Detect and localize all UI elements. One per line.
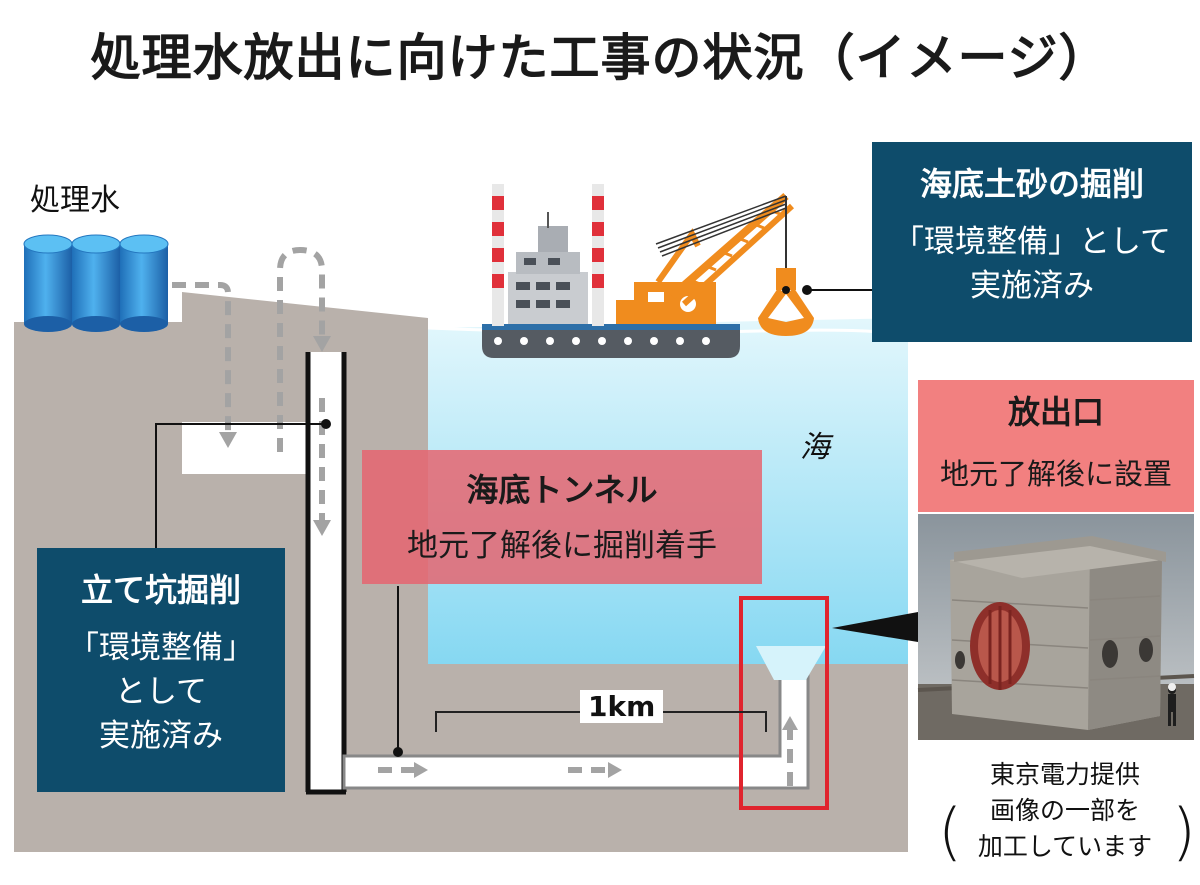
- sea-label: 海: [800, 430, 830, 465]
- flow-arrows: [172, 246, 793, 786]
- work-barge-icon: [482, 184, 740, 358]
- seabed-tunnel-title: 海底トンネル: [466, 471, 658, 509]
- outlet-highlight: [739, 596, 829, 810]
- shaft-excavation-line-3: 実施済み: [99, 718, 223, 754]
- crane-icon: [616, 192, 795, 324]
- discharge-outlet-line-1: 地元了解後に設置: [939, 457, 1172, 491]
- leader-lines: [155, 289, 876, 752]
- seabed-excavation-line-1: 「環境整備」として: [892, 224, 1172, 260]
- seabed-excavation-box: 海底土砂の掘削 「環境整備」として 実施済み: [872, 142, 1192, 342]
- shaft-excavation-line-1: 「環境整備」: [68, 630, 254, 666]
- connector-tunnel: [182, 422, 308, 474]
- credit-open-paren: (: [938, 795, 963, 868]
- shaft-excavation-box: 立て坑掘削 「環境整備」 として 実施済み: [37, 548, 285, 792]
- photo-pointer: [832, 612, 918, 642]
- seabed-excavation-title: 海底土砂の掘削: [919, 165, 1144, 203]
- vertical-shaft: [308, 352, 344, 792]
- shaft-excavation-title: 立て坑掘削: [80, 571, 241, 609]
- distance-label: 1km: [580, 690, 664, 723]
- shaft-excavation-line-2: として: [114, 674, 208, 710]
- page-title: 処理水放出に向けた工事の状況（イメージ）: [90, 29, 1110, 87]
- seabed-tunnel-box: 海底トンネル 地元了解後に掘削着手: [362, 450, 762, 584]
- grab-bucket-icon: [758, 268, 814, 336]
- outlet-funnel: [756, 646, 826, 680]
- seabed-tunnel-line-1: 地元了解後に掘削着手: [407, 528, 717, 564]
- treated-water-label: 処理水: [30, 183, 120, 218]
- seabed-excavation-line-2: 実施済み: [970, 268, 1094, 304]
- outlet-photo: [917, 514, 1195, 740]
- credit-close-paren: ): [1171, 795, 1196, 868]
- discharge-outlet-box: 放出口 地元了解後に設置: [918, 380, 1194, 512]
- credit-line-3: 加工しています: [977, 832, 1153, 861]
- photo-credit: 東京電力提供 画像の一部を 加工しています ( ): [930, 757, 1200, 868]
- credit-line-1: 東京電力提供: [989, 760, 1140, 789]
- discharge-outlet-title: 放出口: [1007, 393, 1104, 431]
- credit-line-2: 画像の一部を: [989, 796, 1140, 825]
- water-tank-icon: [23, 234, 169, 332]
